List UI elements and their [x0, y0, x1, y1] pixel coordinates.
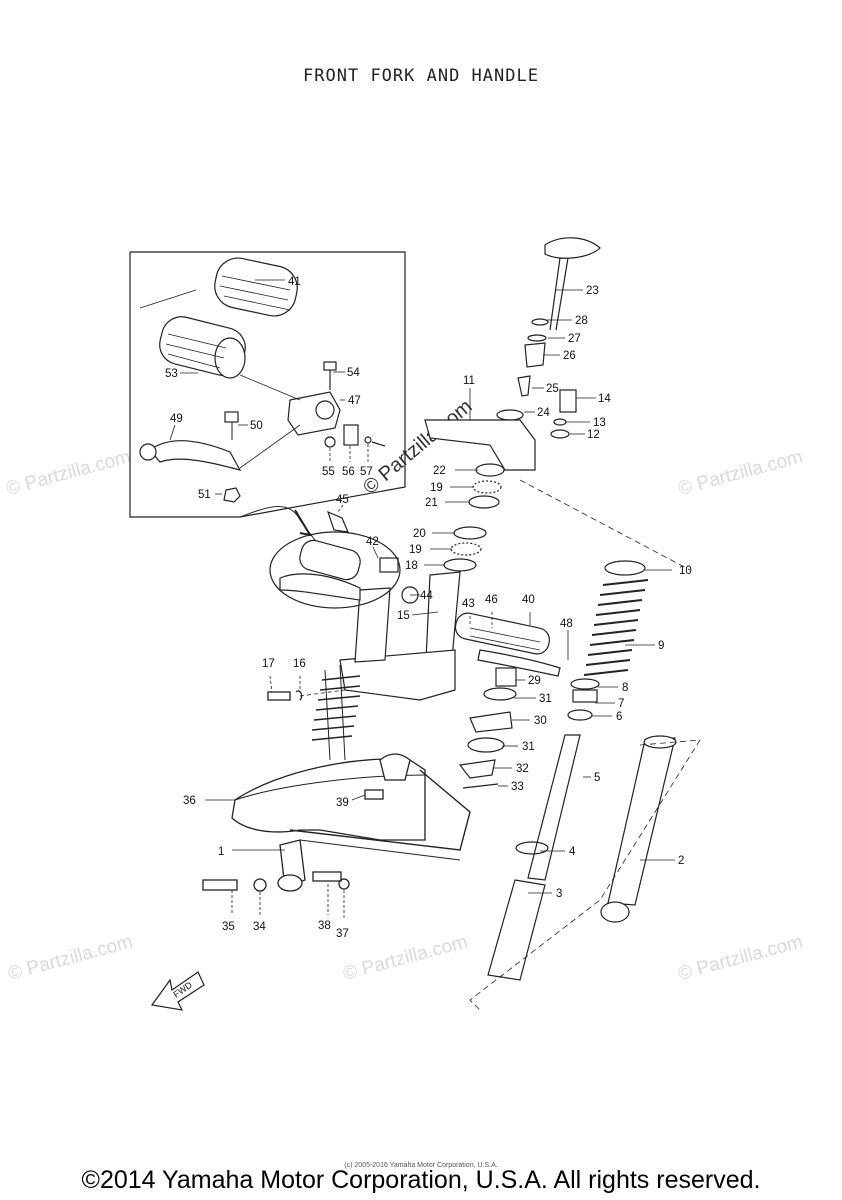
callout-8: 8 — [622, 682, 628, 694]
callout-36: 36 — [183, 795, 196, 807]
inset-detail-box — [129, 251, 406, 561]
callout-48: 48 — [560, 618, 573, 630]
throttle-grip-53 — [139, 289, 246, 379]
callout-30: 30 — [534, 715, 547, 727]
callout-24: 24 — [537, 407, 550, 419]
fwd-arrow-icon: FWD — [150, 971, 205, 1011]
watermark: © Partzilla.com — [676, 931, 805, 984]
callout-34: 34 — [253, 921, 266, 933]
callout-51: 51 — [198, 489, 211, 501]
callout-28: 28 — [575, 315, 588, 327]
callout-44: 44 — [420, 590, 433, 602]
callout-18: 18 — [405, 560, 418, 572]
callout-53: 53 — [165, 368, 178, 380]
callout-4: 4 — [569, 846, 576, 858]
leader-lines — [169, 279, 675, 920]
callout-3: 3 — [556, 888, 562, 900]
callout-41: 41 — [288, 276, 301, 288]
callout-11: 11 — [463, 375, 475, 387]
callout-7: 7 — [618, 698, 624, 710]
callout-9: 9 — [658, 640, 664, 652]
callout-10: 10 — [679, 565, 692, 577]
callout-42: 42 — [366, 536, 379, 548]
callout-32: 32 — [516, 763, 529, 775]
callout-43: 43 — [462, 598, 475, 610]
callout-29: 29 — [528, 675, 541, 687]
callout-37: 37 — [336, 928, 349, 940]
lever-49 — [139, 411, 242, 503]
callout-26: 26 — [563, 350, 576, 362]
watermark: © Partzilla.com — [341, 931, 470, 984]
callout-19: 19 — [409, 544, 422, 556]
page-title: FRONT FORK AND HANDLE — [303, 66, 539, 86]
callout-40: 40 — [522, 594, 535, 606]
callout-39: 39 — [336, 797, 349, 809]
front-fender — [202, 689, 471, 892]
callout-20: 20 — [413, 528, 426, 540]
callout-47: 47 — [348, 395, 361, 407]
callout-56: 56 — [342, 466, 355, 478]
callout-13: 13 — [593, 417, 606, 429]
callout-22: 22 — [433, 465, 446, 477]
bracket-47 — [239, 361, 386, 469]
callout-15: 15 — [397, 610, 410, 622]
callout-54: 54 — [347, 367, 360, 379]
callout-38: 38 — [318, 920, 331, 932]
callout-2: 2 — [678, 855, 684, 867]
watermark: © Partzilla.com — [6, 931, 135, 984]
callout-23: 23 — [586, 285, 599, 297]
callout-1: 1 — [218, 846, 224, 858]
right-fork-assembly — [458, 479, 701, 1011]
callout-21: 21 — [425, 497, 438, 509]
callout-17: 17 — [262, 658, 275, 670]
callout-labels: 41 23 28 27 26 11 25 14 24 13 12 22 19 2… — [165, 276, 692, 940]
callout-6: 6 — [616, 711, 622, 723]
callout-14: 14 — [598, 393, 611, 405]
callout-35: 35 — [222, 921, 235, 933]
callout-55: 55 — [322, 466, 335, 478]
callout-57: 57 — [360, 466, 373, 478]
callout-50: 50 — [250, 420, 263, 432]
callout-25: 25 — [546, 383, 559, 395]
small-copyright-notice: (c) 2005-2016 Yamaha Motor Corporation, … — [344, 1162, 498, 1169]
callout-27: 27 — [568, 333, 581, 345]
watermark: © Partzilla.com — [4, 446, 133, 499]
callout-46: 46 — [485, 594, 498, 606]
grip-41 — [214, 257, 298, 317]
callout-16: 16 — [293, 658, 306, 670]
steering-assembly — [269, 237, 601, 761]
callout-45: 45 — [336, 494, 349, 506]
callout-5: 5 — [594, 772, 600, 784]
callout-31: 31 — [522, 741, 535, 753]
watermark: © Partzilla.com — [676, 446, 805, 499]
callout-12: 12 — [587, 429, 600, 441]
callout-31: 31 — [539, 693, 552, 705]
callout-49: 49 — [170, 413, 183, 425]
center-watermark: © Partzilla.com — [359, 395, 476, 498]
callout-19: 19 — [430, 482, 443, 494]
callout-33: 33 — [511, 781, 524, 793]
copyright-footer: ©2014 Yamaha Motor Corporation, U.S.A. A… — [81, 1166, 761, 1194]
